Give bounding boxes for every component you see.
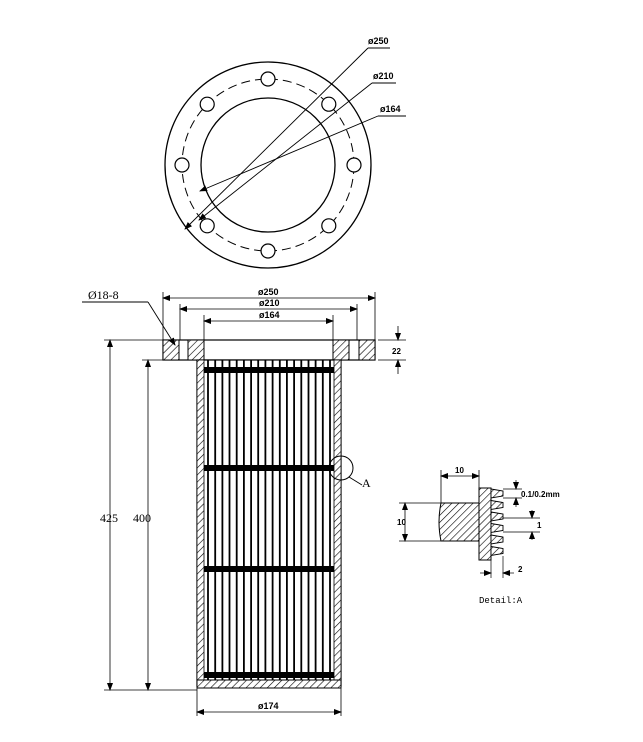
bolt-holes xyxy=(174,71,362,259)
detail-depth-label: 2 xyxy=(518,565,523,574)
flange-section-right-inner xyxy=(332,339,350,361)
support-ring-2 xyxy=(204,465,334,471)
cage-height-label: 400 xyxy=(133,511,151,525)
flange-section-right-outer xyxy=(358,339,376,361)
detail-wire-body xyxy=(478,487,492,561)
wire-tooth xyxy=(490,499,504,511)
wire-tooth xyxy=(490,522,504,534)
bolt-hole xyxy=(260,71,276,87)
bolt-hole xyxy=(260,243,276,259)
detail-support-rod xyxy=(438,502,480,542)
bolt-hole xyxy=(199,96,215,112)
cage-outline xyxy=(196,359,342,687)
flange-thickness-label: 22 xyxy=(392,347,401,356)
total-height-label: 425 xyxy=(100,511,118,525)
flange-inner-circle xyxy=(200,97,336,233)
detail-pitch-label: 1 xyxy=(537,521,542,530)
side-view: ø250 ø210 ø164 Ø18-8 22 425 400 ø174 xyxy=(82,287,406,716)
bolt-hole xyxy=(199,218,215,234)
detail-height-label: 10 xyxy=(397,518,406,527)
cage-wall-right xyxy=(333,359,342,687)
hole-spec-label: Ø18-8 xyxy=(88,288,119,302)
top-bolt-circle-label: ø210 xyxy=(373,71,394,81)
side-width-250-label: ø250 xyxy=(258,287,279,297)
wire-tooth xyxy=(490,545,504,557)
bottom-diameter-label: ø174 xyxy=(258,701,279,711)
support-ring-1 xyxy=(204,367,334,373)
support-ring-4 xyxy=(204,672,334,678)
wire-tooth xyxy=(490,511,504,522)
detail-wire-teeth xyxy=(490,488,504,557)
top-outer-label: ø250 xyxy=(368,36,389,46)
detail-gap-label: 0.1/0.2mm xyxy=(521,490,560,499)
detail-marker-label: A xyxy=(362,476,371,490)
detail-width-label: 10 xyxy=(455,466,464,475)
dim-line-164 xyxy=(199,115,379,192)
wire-tooth xyxy=(490,534,504,545)
side-width-210-label: ø210 xyxy=(259,298,280,308)
bolt-hole xyxy=(321,218,337,234)
flange-section-left-inner xyxy=(187,339,205,361)
flange-section-left-outer xyxy=(162,339,180,361)
bolt-hole xyxy=(346,157,362,173)
top-view: ø250 ø210 ø164 xyxy=(164,36,406,269)
wedge-wires xyxy=(207,360,331,680)
flange-outer-circle xyxy=(164,61,372,269)
top-inner-label: ø164 xyxy=(380,104,401,114)
dim-line-250 xyxy=(184,47,369,230)
cage-wall-left xyxy=(196,359,205,687)
detail-caption: Detail:A xyxy=(479,596,523,606)
bolt-hole xyxy=(321,96,337,112)
detail-marker-circle xyxy=(328,455,354,481)
support-ring-3 xyxy=(204,566,334,572)
hole-leader xyxy=(147,301,176,346)
side-width-164-label: ø164 xyxy=(259,310,280,320)
detail-a: 10 10 0.1/0.2mm 1 2 Detail:A xyxy=(397,466,560,606)
dim-line-210 xyxy=(198,82,373,221)
bolt-hole xyxy=(174,157,190,173)
detail-marker-leader xyxy=(348,476,363,486)
bottom-plate xyxy=(196,679,342,689)
wire-tooth xyxy=(490,488,504,499)
